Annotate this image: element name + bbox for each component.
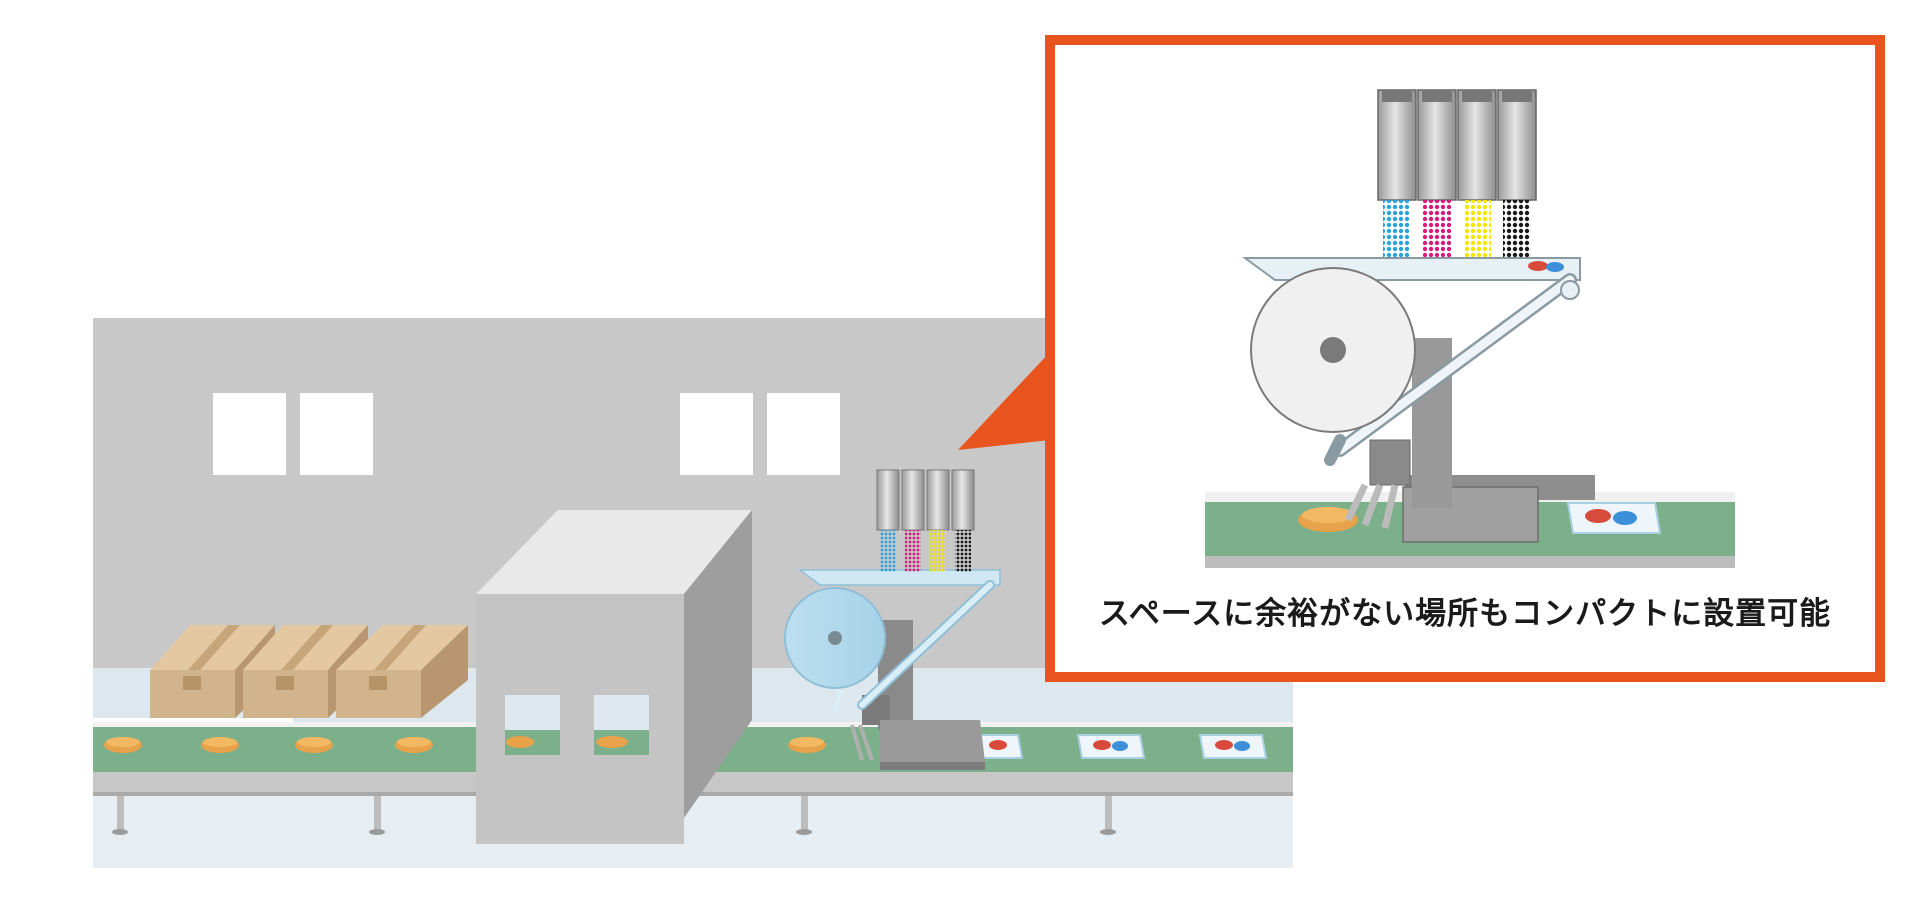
yellow-ink-spray (1463, 200, 1491, 258)
window-left (213, 393, 373, 475)
callout-caption: スペースに余裕がない場所もコンパクトに設置可能 (1098, 596, 1832, 632)
factory-scene (93, 318, 1293, 868)
printer-small (784, 469, 1001, 770)
printer-zoomed (1205, 89, 1735, 568)
cardboard-boxes (150, 625, 468, 718)
cyan-ink-spray (1383, 200, 1411, 258)
black-ink-spray (1503, 200, 1531, 258)
callout-pointer (958, 352, 1050, 450)
packaged-products (973, 734, 1268, 759)
callout-box (1045, 35, 1885, 682)
magenta-ink-spray (1423, 200, 1451, 258)
window-right (680, 393, 840, 475)
tunnel-machine (476, 510, 752, 844)
